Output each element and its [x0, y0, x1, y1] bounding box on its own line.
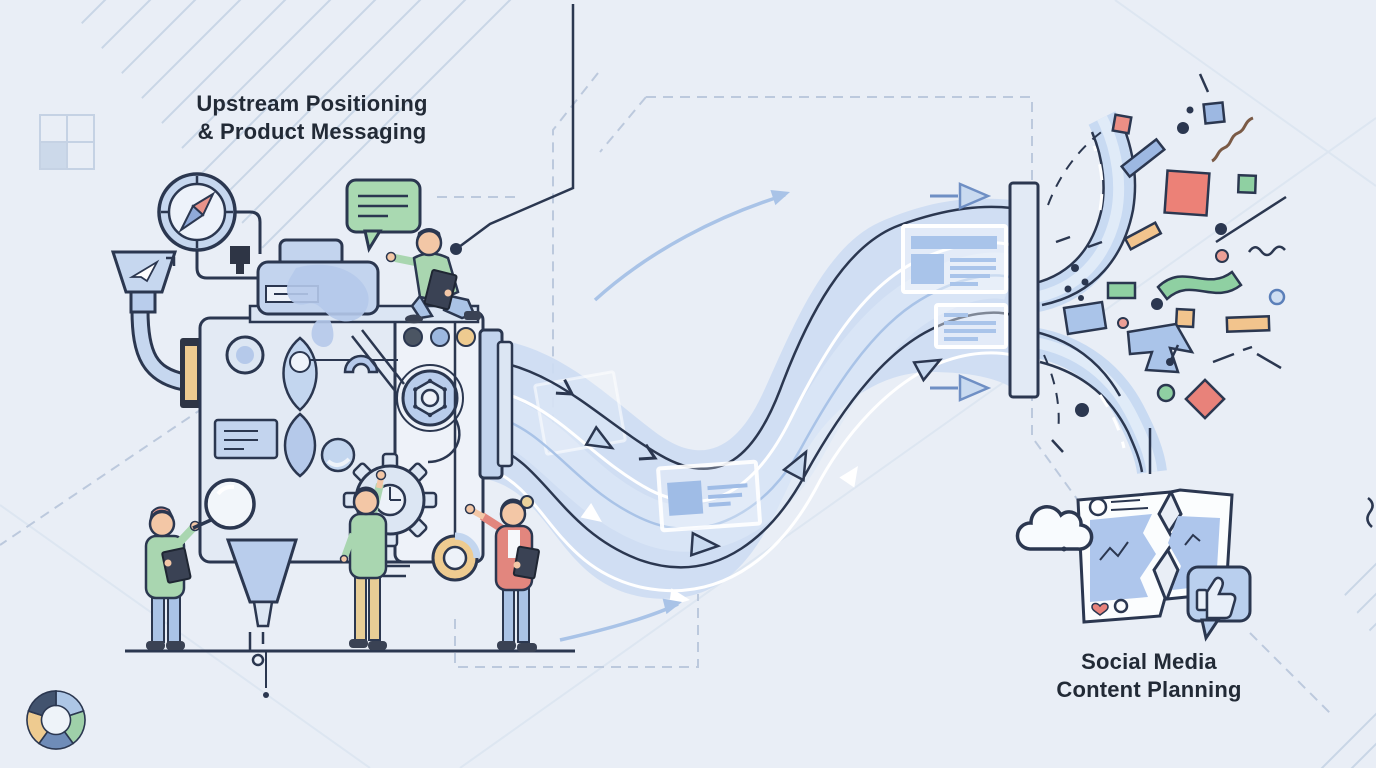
flow-stream: [483, 182, 1020, 642]
flow-arrows: [555, 182, 992, 615]
document-card-2: [934, 303, 1008, 349]
indicator-lights: [403, 327, 476, 347]
arrow-icon: [958, 374, 992, 402]
output-flange: [478, 328, 514, 480]
checkerboard-motif: [39, 114, 95, 170]
document-card-1: [901, 224, 1008, 294]
flow-arc-top: [593, 193, 786, 302]
avatar: [1088, 497, 1108, 517]
social-label: Social Media Content Planning: [1056, 648, 1241, 703]
output-plate-and-burst: [1008, 73, 1374, 528]
arrow-icon: [781, 449, 808, 483]
paint-drip: [311, 320, 334, 347]
positioning-machine: [110, 4, 575, 698]
document-card-3: [656, 459, 762, 533]
burst-fan-upper: [1025, 111, 1137, 313]
worker-left: [144, 478, 256, 650]
upstream-label-line1: Upstream Positioning: [196, 91, 428, 116]
pulley-icon: [383, 322, 481, 582]
arrow-icon: [958, 182, 992, 210]
output-plate: [1008, 181, 1040, 399]
worker-right: [464, 495, 540, 652]
machine-mechanics: [213, 329, 464, 478]
paper-plane-icon: [128, 259, 160, 283]
callout-line: [450, 4, 575, 255]
comment-icon: [1113, 598, 1129, 614]
social-label-line1: Social Media: [1081, 649, 1217, 674]
compass-icon: [157, 172, 262, 280]
hex-dial-icon: [396, 364, 464, 432]
arrow-icon: [912, 358, 943, 383]
upstream-label: Upstream Positioning & Product Messaging: [196, 90, 427, 145]
burst-shapes: [1051, 73, 1374, 528]
burst-fan-lower: [1025, 327, 1167, 475]
upstream-label-line2: & Product Messaging: [197, 118, 427, 144]
paint-blob: [286, 264, 369, 322]
intake-clamp: [180, 338, 202, 408]
chimney-stem: [236, 264, 244, 274]
broken-post-group: [1015, 488, 1252, 642]
logo-swirl-icon: [26, 690, 86, 750]
heart-icon: [1091, 602, 1109, 616]
funnel-icon: [110, 250, 187, 392]
worker-middle: [339, 469, 388, 650]
machine-nozzle: [225, 538, 299, 698]
thumbs-up-icon: [1195, 576, 1237, 620]
worker-top: [385, 228, 481, 324]
social-label-line2: Content Planning: [1056, 676, 1242, 702]
ghost-card: [533, 370, 627, 456]
like-bubble-icon: [1186, 565, 1252, 642]
machine-chimney: [230, 246, 250, 264]
arrow-icon: [689, 531, 722, 557]
magnifier-icon: [192, 478, 256, 530]
speech-bubble-icon: [345, 178, 422, 253]
cloud-icon: [1015, 505, 1094, 552]
arrow-icon: [584, 425, 615, 450]
